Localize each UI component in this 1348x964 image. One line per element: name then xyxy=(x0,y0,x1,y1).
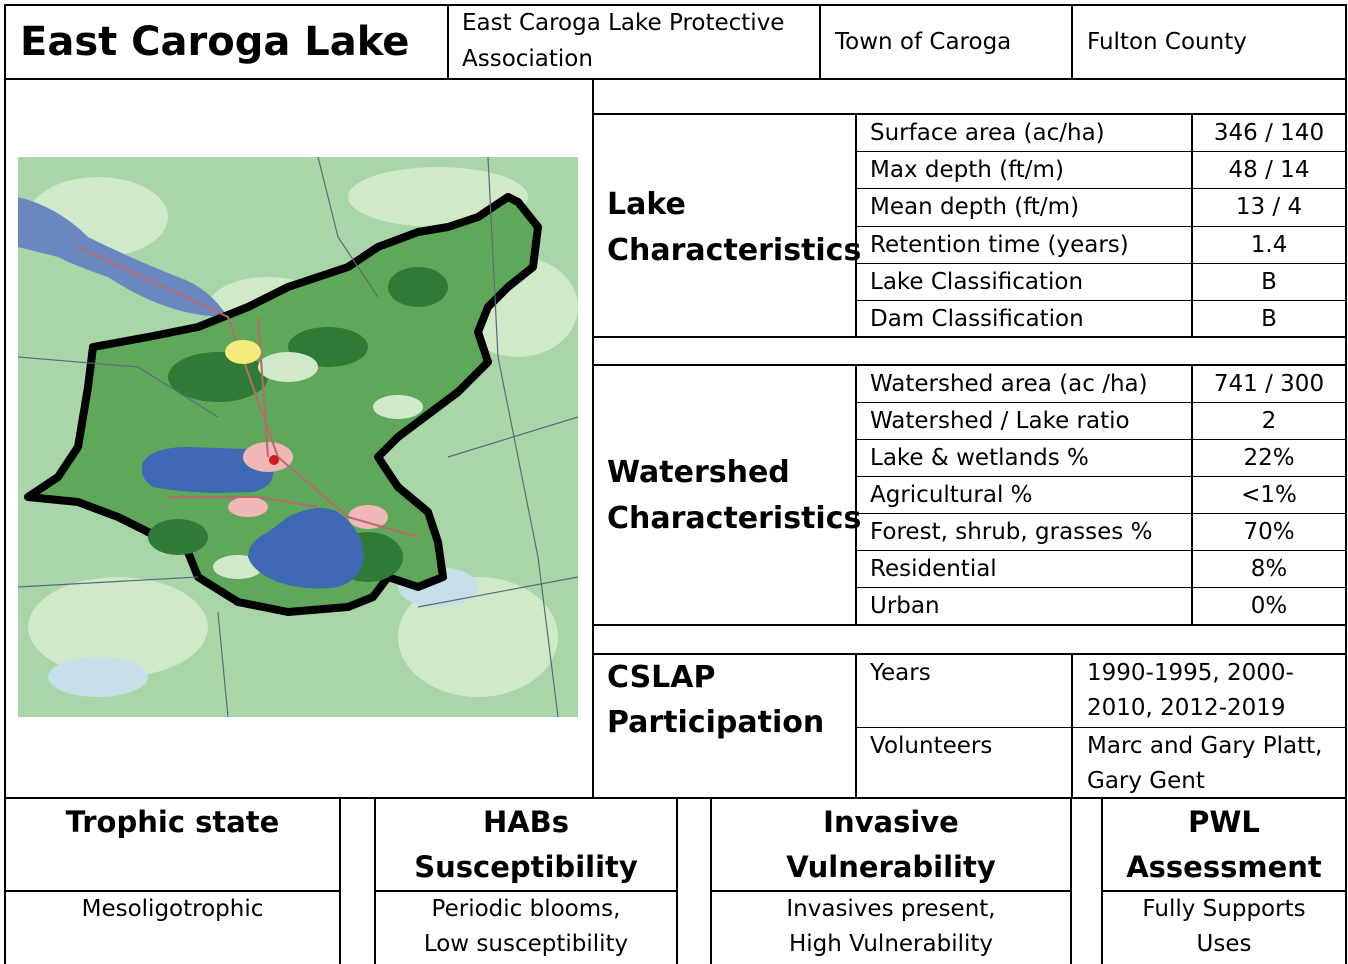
lake-row-value: B xyxy=(1261,306,1277,332)
assessment-heading: Assessment xyxy=(1126,850,1322,884)
watershed-row-value: 70% xyxy=(1243,519,1295,545)
page-title: East Caroga Lake xyxy=(20,19,410,65)
cslap-label-line2: Participation xyxy=(607,705,825,740)
assessment-value: Invasives present, xyxy=(786,896,996,922)
lake-row-name: Retention time (years) xyxy=(870,232,1129,258)
watershed-characteristics-label-line1: Watershed xyxy=(607,455,790,490)
assessment-invasive-vulnerability: Invasive Vulnerability Invasives present… xyxy=(712,800,1070,964)
watershed-row-name: Urban xyxy=(870,593,940,619)
watershed-row-name: Watershed area (ac /ha) xyxy=(870,371,1148,397)
lake-characteristics-label-line1: Lake xyxy=(607,187,686,222)
watershed-map xyxy=(18,157,578,717)
watershed-row-name: Lake & wetlands % xyxy=(870,445,1089,471)
watershed-row-name: Forest, shrub, grasses % xyxy=(870,519,1153,545)
lake-row-name: Mean depth (ft/m) xyxy=(870,194,1080,220)
watershed-row-value: 741 / 300 xyxy=(1213,371,1325,397)
cslap-years-value-line1: 1990-1995, 2000- xyxy=(1087,660,1294,686)
watershed-row-value: 22% xyxy=(1243,445,1295,471)
cslap-volunteers-value-line1: Marc and Gary Platt, xyxy=(1087,733,1323,759)
assessment-heading: HABs xyxy=(482,805,570,839)
watershed-characteristics-label-line2: Characteristics xyxy=(607,501,862,536)
cslap-volunteers-value-line2: Gary Gent xyxy=(1087,768,1205,794)
lake-row-name: Dam Classification xyxy=(870,306,1084,332)
assessment-heading: Invasive xyxy=(823,805,959,839)
assessment-heading: Vulnerability xyxy=(786,850,996,884)
association-name-line2: Association xyxy=(462,46,593,72)
assessment-trophic-state: Trophic state Mesoligotrophic xyxy=(6,800,339,964)
assessment-value: Fully Supports xyxy=(1142,896,1306,922)
assessment-pwl: PWL Assessment Fully Supports Uses xyxy=(1103,800,1345,964)
lake-row-value: 1.4 xyxy=(1250,232,1288,258)
cslap-volunteers-label: Volunteers xyxy=(870,733,993,759)
assessment-habs-susceptibility: HABs Susceptibility Periodic blooms, Low… xyxy=(376,800,676,964)
county-name: Fulton County xyxy=(1087,29,1247,55)
watershed-row-value: <1% xyxy=(1241,482,1297,508)
assessment-heading: Trophic state xyxy=(65,805,280,839)
cslap-label-line1: CSLAP xyxy=(607,660,716,695)
association-name-line1: East Caroga Lake Protective xyxy=(462,10,785,36)
lake-row-name: Lake Classification xyxy=(870,269,1084,295)
assessment-value: Low susceptibility xyxy=(423,931,629,957)
lake-row-name: Max depth (ft/m) xyxy=(870,157,1064,183)
lake-row-value: 346 / 140 xyxy=(1213,120,1325,146)
assessment-value: Uses xyxy=(1196,931,1252,957)
assessment-value: High Vulnerability xyxy=(789,931,993,957)
watershed-row-name: Watershed / Lake ratio xyxy=(870,408,1130,434)
watershed-map-image xyxy=(18,157,578,717)
assessment-heading: Susceptibility xyxy=(414,850,638,884)
watershed-row-value: 0% xyxy=(1250,593,1288,619)
lake-characteristics-label-line2: Characteristics xyxy=(607,233,862,268)
assessment-value: Periodic blooms, xyxy=(431,896,621,922)
cslap-years-value-line2: 2010, 2012-2019 xyxy=(1087,695,1286,721)
lake-row-value: 13 / 4 xyxy=(1235,194,1303,220)
watershed-row-name: Agricultural % xyxy=(870,482,1033,508)
watershed-row-name: Residential xyxy=(870,556,997,582)
assessment-value: Mesoligotrophic xyxy=(81,896,264,922)
header-row: East Caroga Lake East Caroga Lake Protec… xyxy=(0,0,1348,80)
cslap-years-label: Years xyxy=(870,660,931,686)
watershed-row-value: 2 xyxy=(1261,408,1277,434)
lake-row-value: 48 / 14 xyxy=(1228,157,1310,183)
assessment-heading: PWL xyxy=(1188,805,1260,839)
lake-row-name: Surface area (ac/ha) xyxy=(870,120,1105,146)
lake-row-value: B xyxy=(1261,269,1277,295)
watershed-row-value: 8% xyxy=(1250,556,1288,582)
town-name: Town of Caroga xyxy=(835,29,1012,55)
